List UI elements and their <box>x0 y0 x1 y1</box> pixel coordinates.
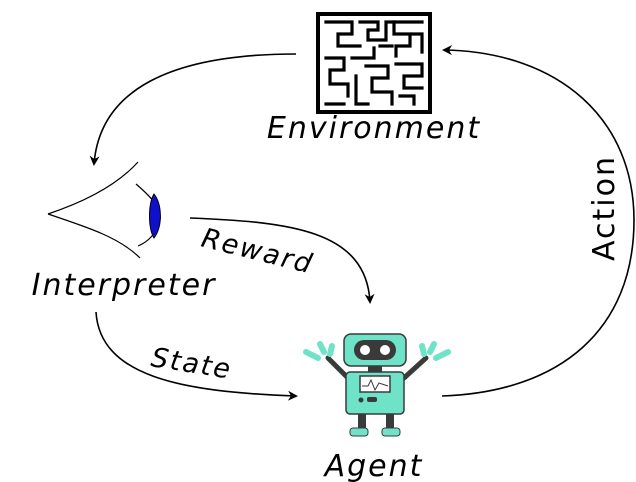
maze-icon <box>316 12 432 114</box>
robot-icon <box>303 333 451 437</box>
arrow-state <box>95 311 298 401</box>
environment-label: Environment <box>267 111 481 146</box>
arrow-environment-to-interpreter <box>89 53 297 166</box>
agent-label: Agent <box>323 449 424 482</box>
interpreter-label: Interpreter <box>32 268 217 303</box>
eye-icon <box>47 161 161 259</box>
arrow-action <box>441 45 635 397</box>
arrow-reward <box>189 217 375 304</box>
action-label: Action <box>587 155 622 261</box>
